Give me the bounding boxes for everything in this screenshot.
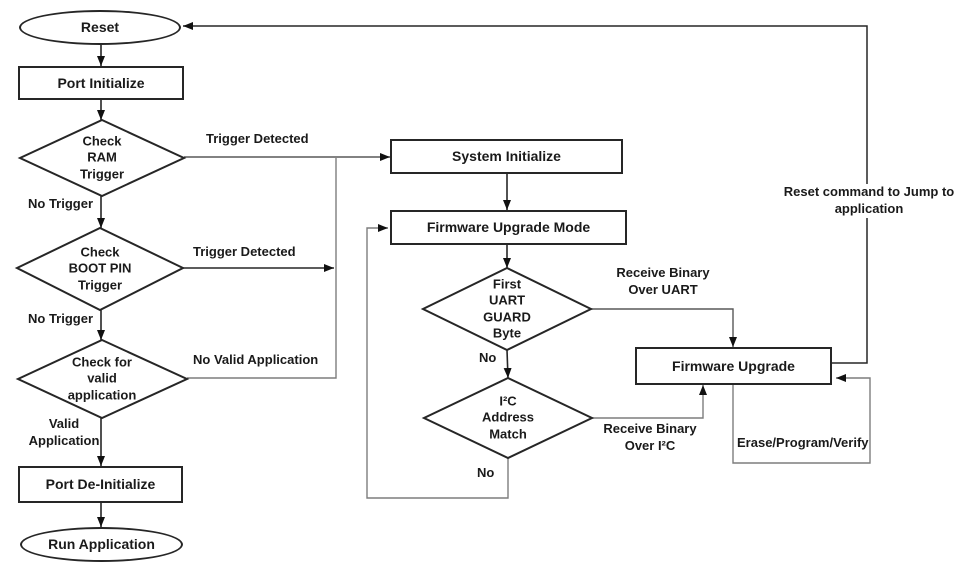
node-check-valid-application-label: Check for valid application <box>67 354 137 403</box>
label-receive-binary-i2c: Receive Binary Over I²C <box>603 421 697 453</box>
edge-i2c-no-loop-to-firmware-upgrade-mode <box>366 224 509 499</box>
edge-receive-binary-uart <box>591 308 737 347</box>
label-no-valid-application: No Valid Application <box>193 352 319 367</box>
edge-no-valid-application-junction <box>187 158 337 379</box>
node-run-application: Run Application <box>20 527 183 562</box>
node-check-boot-pin-trigger-label: Check BOOT PIN Trigger <box>68 244 132 293</box>
node-check-ram-trigger-shape <box>17 118 187 198</box>
label-no-uart: No <box>479 350 497 365</box>
label-no-trigger-ram: No Trigger <box>28 196 94 211</box>
label-trigger-detected-boot: Trigger Detected <box>193 244 296 259</box>
label-no-i2c: No <box>477 465 495 480</box>
edge-uart-no-to-i2c-match <box>503 349 512 379</box>
node-system-initialize: System Initialize <box>390 139 623 174</box>
label-receive-binary-uart: Receive Binary Over UART <box>616 265 710 297</box>
node-port-initialize: Port Initialize <box>18 66 184 100</box>
label-erase-program-verify: Erase/Program/Verify <box>737 435 869 450</box>
label-trigger-detected-ram: Trigger Detected <box>206 131 309 146</box>
label-no-trigger-boot: No Trigger <box>28 311 94 326</box>
label-reset-command: Reset command to Jump to application <box>769 184 965 218</box>
node-check-ram-trigger-label: Check RAM Trigger <box>79 133 125 182</box>
label-valid-application: Valid Application <box>28 416 100 448</box>
node-first-uart-guard-byte-label: First UART GUARD Byte <box>483 276 531 341</box>
node-check-boot-pin-trigger-shape <box>14 226 186 312</box>
node-i2c-address-match-shape <box>421 376 595 460</box>
node-firmware-upgrade: Firmware Upgrade <box>635 347 832 385</box>
node-first-uart-guard-byte-shape <box>420 266 594 352</box>
edge-receive-binary-i2c <box>592 385 707 419</box>
node-firmware-upgrade-mode: Firmware Upgrade Mode <box>390 210 627 245</box>
node-reset: Reset <box>19 10 181 45</box>
node-i2c-address-match-label: I²C Address Match <box>481 393 535 442</box>
node-port-deinitialize: Port De-Initialize <box>18 466 183 503</box>
node-check-valid-application-shape <box>15 338 190 420</box>
edge-erase-program-verify-loop <box>732 374 871 464</box>
